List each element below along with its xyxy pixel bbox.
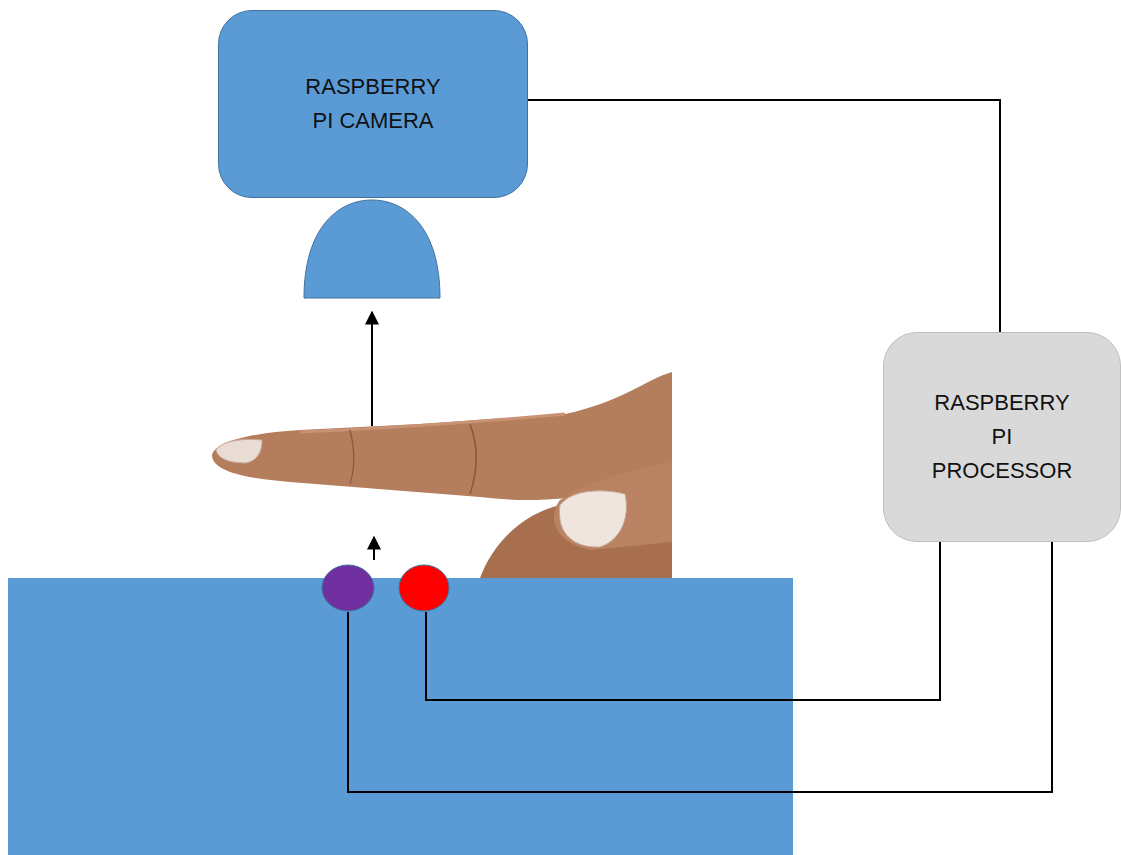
camera-box: RASPBERRY PI CAMERA (218, 10, 528, 198)
light-arrow (371, 312, 373, 426)
box-label: RASPBERRY PI CAMERA (298, 70, 448, 138)
red-led (399, 565, 449, 611)
finger-nail (216, 439, 262, 463)
thumb-nail (559, 491, 626, 547)
thumb (554, 462, 672, 550)
finger-photo (212, 372, 672, 578)
signal-wire (528, 100, 1000, 332)
led-wire (348, 542, 1052, 792)
processor-box: RASPBERRY PI PROCESSOR (883, 332, 1121, 542)
finger-highlight (300, 414, 565, 432)
purple-led (322, 565, 374, 611)
sensor-board (8, 578, 793, 855)
light-arrow (373, 537, 375, 560)
knuckle-crease (350, 430, 354, 484)
knuckle-crease (470, 424, 476, 494)
led-wire (426, 542, 940, 700)
camera-lens (304, 200, 440, 298)
box-label: RASPBERRY PI PROCESSOR (927, 386, 1077, 488)
